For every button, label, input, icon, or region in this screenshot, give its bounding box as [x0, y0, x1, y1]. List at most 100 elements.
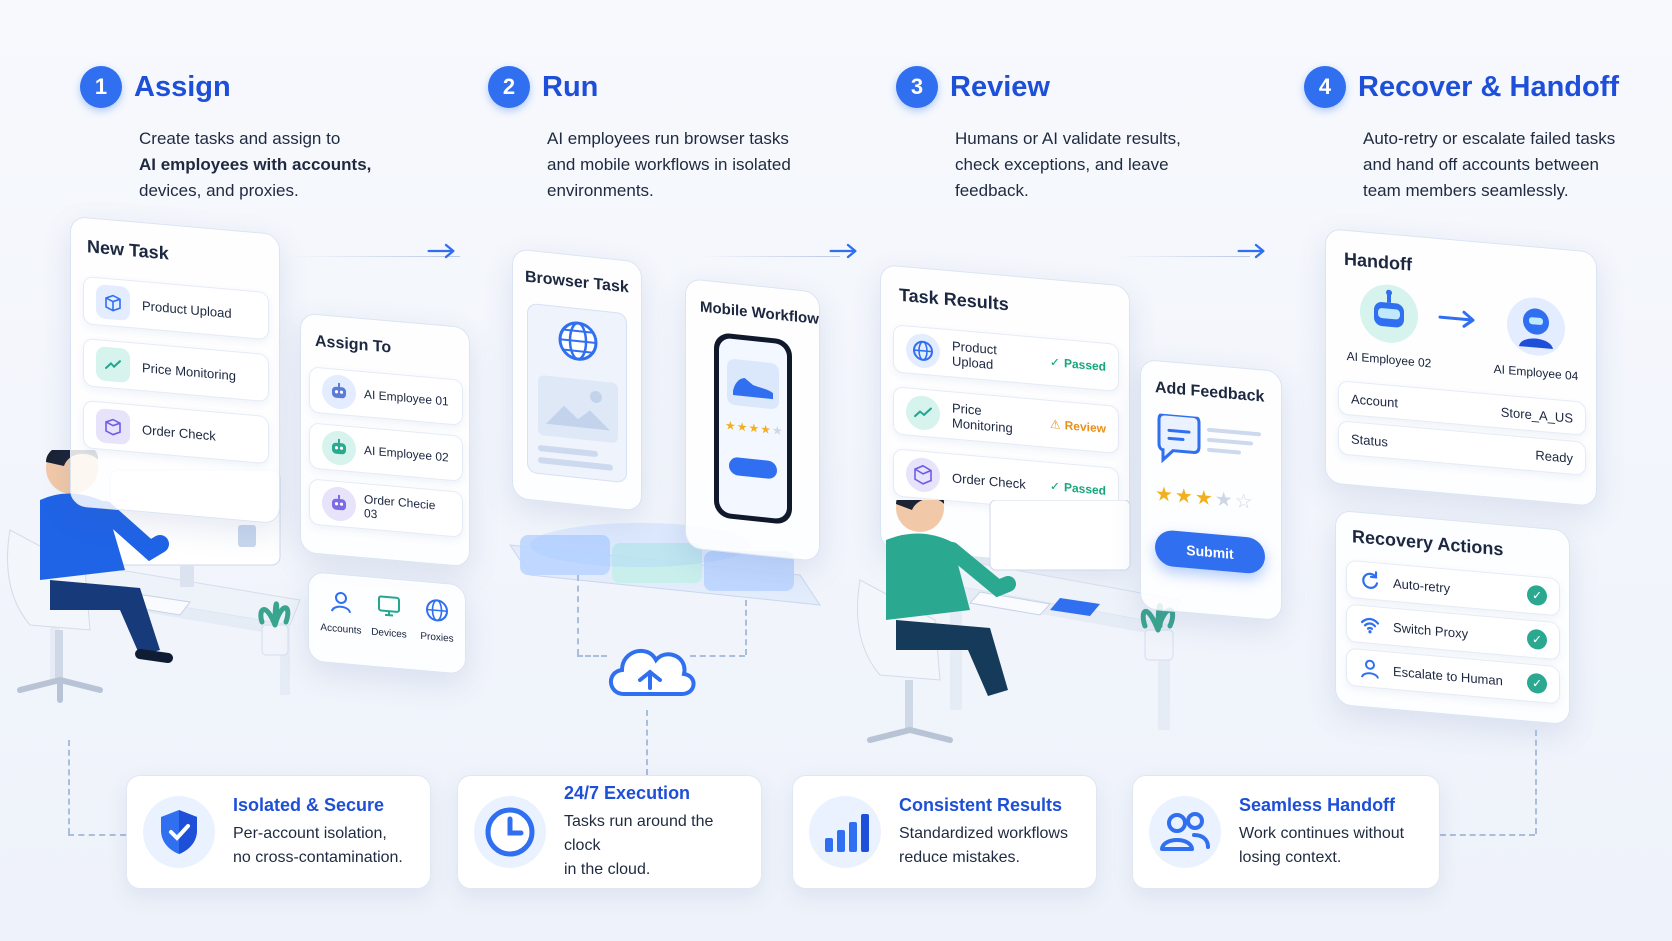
mobile-workflow-card: Mobile Workflow ★★★★★: [685, 277, 820, 563]
assignee-ai-employee-02[interactable]: AI Employee 02: [309, 422, 463, 482]
step-review: 3 Review Humans or AI validate results, …: [896, 66, 1276, 204]
resource-label: Devices: [371, 626, 407, 641]
resource-label: Accounts: [320, 622, 362, 637]
browser-window: [527, 302, 627, 484]
status-badge: ⚠Review: [1049, 416, 1106, 436]
rating-stars: ★★★★★: [725, 418, 784, 439]
card-title: Task Results: [899, 284, 1009, 315]
feature-title: Seamless Handoff: [1239, 794, 1396, 815]
assignee-label: Order Checie 03: [364, 492, 436, 522]
bar-chart-icon: [809, 796, 881, 868]
trend-icon: [96, 346, 130, 384]
shoe-image: [727, 358, 779, 410]
reviewer-at-desk-illustration: [857, 500, 1181, 743]
assignee-ai-employee-01[interactable]: AI Employee 01: [309, 366, 463, 426]
robot-icon: [1360, 282, 1418, 346]
card-title: Recovery Actions: [1352, 526, 1504, 560]
package-icon: [906, 456, 940, 494]
flow-connector: [1120, 256, 1250, 257]
result-label: Product Upload: [952, 338, 997, 372]
card-title: Add Feedback: [1155, 379, 1265, 406]
task-results-card: Task Results Product Upload ✓Passed Pric…: [880, 264, 1130, 571]
browser-task-card: Browser Task: [512, 248, 642, 512]
step-number: 3: [896, 66, 938, 108]
status-label: Status: [1351, 430, 1388, 450]
feature-title: 24/7 Execution: [564, 782, 691, 803]
handoff-from-label: AI Employee 02: [1346, 348, 1432, 371]
image-icon: [546, 390, 610, 431]
feature-consistent-results: Consistent Results Standardized workflow…: [792, 775, 1097, 889]
step-recover-handoff: 4 Recover & Handoff Auto-retry or escala…: [1304, 66, 1672, 204]
add-feedback-card: Add Feedback ★★★★☆ Submit: [1140, 358, 1282, 622]
resource-label: Proxies: [420, 630, 454, 645]
handoff-card: Handoff AI Employee 02 AI Employee 04 Ac…: [1325, 228, 1597, 507]
step-assign: 1 Assign Create tasks and assign to AI e…: [80, 66, 460, 204]
users-icon: [1149, 796, 1221, 868]
handoff-to-label: AI Employee 04: [1493, 361, 1579, 384]
recovery-label: Auto-retry: [1393, 575, 1451, 596]
globe-icon: [558, 321, 598, 361]
assignee-order-checie-03[interactable]: Order Checie 03: [309, 478, 463, 538]
task-item-label: Order Check: [142, 421, 216, 444]
result-row-product-upload[interactable]: Product Upload ✓Passed: [893, 324, 1119, 392]
arrow-right-icon: [1438, 310, 1475, 328]
clock-icon: [474, 796, 546, 868]
feature-description: Per-account isolation,no cross-contamina…: [233, 824, 403, 866]
account-value: Store_A_US: [1500, 403, 1573, 426]
task-item-product-upload[interactable]: Product Upload: [83, 275, 269, 341]
result-label: Order Check: [952, 469, 1026, 492]
resource-proxies[interactable]: Proxies: [415, 595, 459, 645]
result-label: Price Monitoring: [952, 400, 1013, 436]
step-description: Create tasks and assign to AI employees …: [139, 129, 372, 200]
flow-connector: [290, 256, 460, 257]
resources-card: Accounts Devices Proxies: [308, 571, 466, 675]
arrow-right-icon: [1237, 243, 1265, 259]
assign-to-card: Assign To AI Employee 01 AI Employee 02 …: [300, 312, 470, 568]
step-description: Humans or AI validate results, check exc…: [955, 129, 1181, 200]
card-title: Handoff: [1344, 248, 1412, 275]
task-item-price-monitoring[interactable]: Price Monitoring: [83, 337, 269, 403]
recovery-item-escalate[interactable]: Escalate to Human ✓: [1346, 647, 1560, 705]
monitor-icon: [378, 595, 400, 617]
step-run: 2 Run AI employees run browser tasks and…: [488, 66, 868, 204]
user-icon: [331, 591, 351, 614]
rating-stars[interactable]: ★★★★☆: [1155, 483, 1255, 514]
result-row-order-check[interactable]: Order Check ✓Passed: [893, 448, 1119, 516]
card-title: New Task: [87, 236, 169, 264]
result-row-price-monitoring[interactable]: Price Monitoring ⚠Review: [893, 386, 1119, 454]
step-number: 2: [488, 66, 530, 108]
recovery-item-switch-proxy[interactable]: Switch Proxy ✓: [1346, 603, 1560, 661]
step-description: Auto-retry or escalate failed tasks and …: [1363, 129, 1616, 200]
phone-action-button[interactable]: [729, 456, 777, 480]
globe-icon: [906, 332, 940, 370]
recovery-item-auto-retry[interactable]: Auto-retry ✓: [1346, 559, 1560, 617]
robot-icon: [1507, 295, 1565, 359]
shield-icon: [143, 796, 215, 868]
robot-icon: [322, 485, 356, 523]
resource-accounts[interactable]: Accounts: [319, 587, 363, 637]
resource-devices[interactable]: Devices: [367, 591, 411, 641]
recovery-label: Switch Proxy: [1393, 619, 1469, 641]
chat-bubble-icon: [1157, 413, 1261, 464]
warning-icon: ⚠: [1049, 416, 1061, 432]
submit-button[interactable]: Submit: [1155, 529, 1265, 575]
check-icon: ✓: [1049, 354, 1060, 370]
robot-icon: [322, 429, 356, 467]
refresh-icon: [1362, 571, 1379, 589]
status-badge: ✓Passed: [1049, 478, 1106, 498]
user-icon: [1361, 659, 1379, 679]
handoff-from: AI Employee 02: [1344, 281, 1434, 370]
status-badge: ✓Passed: [1049, 354, 1106, 374]
feature-isolated-secure: Isolated & Secure Per-account isolation,…: [126, 775, 431, 889]
step-number: 4: [1304, 66, 1346, 108]
card-title: Assign To: [315, 332, 392, 357]
step-title: Run: [542, 70, 599, 103]
recovery-label: Escalate to Human: [1393, 663, 1503, 688]
check-circle-icon: ✓: [1527, 672, 1547, 695]
task-item-order-check[interactable]: Order Check: [83, 399, 269, 465]
feature-title: Isolated & Secure: [233, 794, 385, 815]
